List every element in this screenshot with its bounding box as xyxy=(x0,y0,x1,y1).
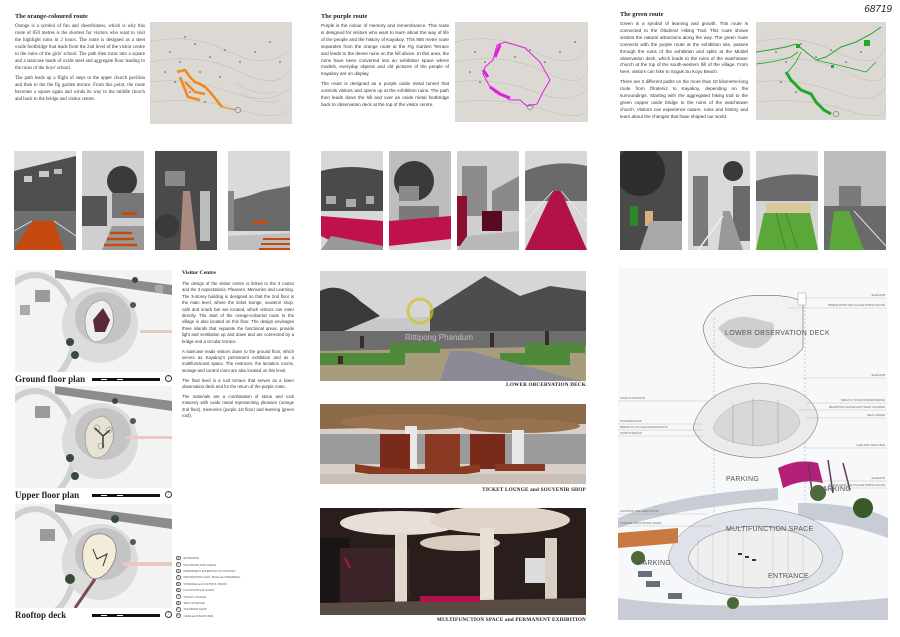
purple-route-paragraph: Purple is the colour of memory and remem… xyxy=(321,23,449,77)
render-caption: TICKET LOUNGE and SOUVENIR SHOP xyxy=(482,487,586,493)
green-route-map xyxy=(756,22,886,120)
orange-photo-2 xyxy=(82,151,144,250)
visitor-centre-paragraph: The final level is a roof terrace that s… xyxy=(182,377,294,390)
board-id: 68719 xyxy=(864,4,892,15)
scale-bar xyxy=(92,611,160,619)
axo-label: LACTATION AND GUEST ROOM xyxy=(620,510,659,513)
axo-label: SOUVENIR SHOP xyxy=(620,420,642,423)
green-photo-1 xyxy=(620,151,682,250)
purple-photo-1 xyxy=(321,151,383,250)
orange-route-title: The orange-coloured route xyxy=(15,13,88,20)
orange-photo-4 xyxy=(228,151,290,250)
axo-label: STORAGE AND CONTROL ROOM xyxy=(620,522,661,525)
purple-photo-3 xyxy=(457,151,519,250)
axo-label-multifunction: MULTIFUNCTION SPACE xyxy=(726,526,814,533)
render-caption: LOWER OBCERVATION DECK xyxy=(506,382,586,388)
axo-label: SELF LOCKER xyxy=(867,414,885,417)
axo-label: STAIR TO BELOW xyxy=(620,432,642,435)
axo-label: STAIR TO ROOFTOP xyxy=(620,397,646,400)
orange-photo-3 xyxy=(155,151,217,250)
orange-route-text: Orange is a symbol of fun and cheerfulne… xyxy=(15,23,145,106)
visitor-centre-text: The design of the visitor centre is link… xyxy=(182,281,294,423)
exploded-axonometric: LOWER OBSERVATION DECK PARKING PARKING P… xyxy=(618,268,888,620)
visitor-centre-title: Visitor Centre xyxy=(182,270,216,276)
green-route-title: The green route xyxy=(620,11,664,18)
render-caption: MULTIFUNCTION SPACE and PERMANENT EXHIBI… xyxy=(436,617,586,623)
green-route-paragraph: There are 3 different paths on the more … xyxy=(620,79,748,119)
purple-photo-2 xyxy=(389,151,451,250)
ground-floor-plan xyxy=(15,270,172,372)
visitor-centre-paragraph: The materials are a combination of stone… xyxy=(182,394,294,419)
rooftop-deck-plan xyxy=(15,504,172,608)
scale-bar xyxy=(92,491,160,499)
purple-route-map xyxy=(455,22,588,122)
ground-floor-plan-label: Ground floor plan xyxy=(15,374,86,384)
axo-label: RECEPTION LOUNGE AND TICKET COUNTER xyxy=(828,406,885,409)
purple-route-text: Purple is the colour of memory and remem… xyxy=(321,23,449,112)
purple-route-paragraph: The route is designed as a purple oxide … xyxy=(321,81,449,107)
green-route-text: Green is a symbol of learning and growth… xyxy=(620,21,748,124)
axo-label-parking: PARKING xyxy=(818,486,852,493)
watermark: Rittipong Phandum xyxy=(405,333,474,342)
orange-photo-1 xyxy=(14,151,76,250)
axo-label: DIRECTLY STAIR FROM ENTRANCE xyxy=(840,399,885,402)
green-photo-2 xyxy=(688,151,750,250)
axo-label-entrance: ENTRANCE xyxy=(768,573,809,580)
orange-route-map xyxy=(150,22,292,124)
visitor-centre-paragraph: The design of the visitor centre is link… xyxy=(182,281,294,344)
axo-label: BRIDGE FROM THE VILLAGE PURPLE ROUTE xyxy=(828,304,885,307)
scale-bar xyxy=(92,375,160,383)
upper-floor-plan xyxy=(15,386,172,488)
render-ticket-lounge xyxy=(320,404,586,484)
north-arrow-icon: ↑ xyxy=(165,611,172,618)
axo-label: CAFE AND SNACK BAR xyxy=(856,444,885,447)
upper-floor-plan-label: Upper floor plan xyxy=(15,490,80,500)
render-multifunction-space xyxy=(320,508,586,615)
render-lower-observation-deck: Rittipong Phandum xyxy=(320,271,586,381)
orange-route-paragraph: Orange is a symbol of fun and cheerfulne… xyxy=(15,24,145,71)
axo-label: BRIDGE FROM THE VILLAGE PURPLE ROUTE xyxy=(828,484,885,487)
rooftop-deck-label: Rooftop deck xyxy=(15,610,67,620)
axo-label-parking: PARKING xyxy=(638,560,672,567)
axo-label-deck: LOWER OBSERVATION DECK xyxy=(725,330,831,337)
axo-label-parking: PARKING xyxy=(726,476,760,483)
north-arrow-icon: ↑ xyxy=(165,491,172,498)
purple-route-title: The purple route xyxy=(321,13,368,20)
visitor-centre-paragraph: A staircase leads visitors down to the g… xyxy=(182,348,294,373)
purple-photo-4 xyxy=(525,151,587,250)
north-arrow-icon: ↑ xyxy=(165,375,172,382)
axo-label: BRIDGE TO VILLAGE ORANGE ROUTE xyxy=(620,426,668,429)
green-photo-4 xyxy=(824,151,886,250)
orange-route-paragraph: The path leads up a flight of steps to t… xyxy=(15,76,145,102)
green-route-paragraph: Green is a symbol of learning and growth… xyxy=(620,21,748,75)
green-photo-3 xyxy=(756,151,818,250)
axo-label: ELEVATOR xyxy=(871,477,885,480)
axo-label: ELEVATOR xyxy=(871,374,885,377)
axo-label: ELEVATOR xyxy=(871,294,885,297)
